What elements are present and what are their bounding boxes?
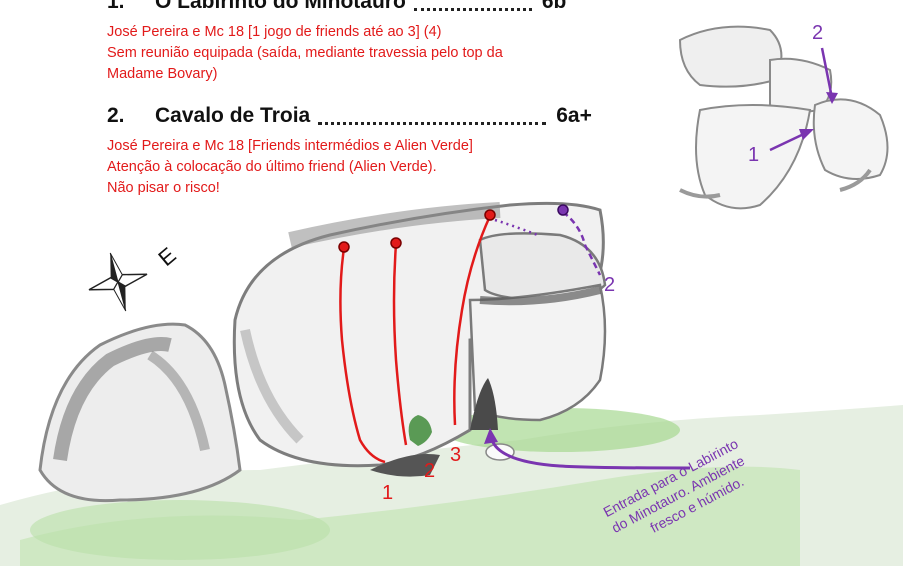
route-line-3	[453, 215, 492, 426]
dot-leader	[318, 112, 547, 125]
route-2-notes: José Pereira e Mc 18 [Friends intermédio…	[107, 136, 667, 199]
red-routes	[339, 215, 492, 464]
purple-route-number: 2	[604, 274, 616, 296]
route-line-1	[339, 247, 386, 464]
note-line: Atenção à colocação do último friend (Al…	[107, 159, 437, 175]
route-line-2	[392, 243, 408, 446]
note-line: Madame Bovary)	[107, 66, 218, 82]
grass	[0, 405, 903, 566]
note-line: Não pisar o risco!	[107, 180, 220, 196]
left-boulder	[38, 322, 242, 503]
entrance-arrow	[484, 428, 691, 470]
compass-rose-icon	[88, 252, 148, 312]
route-2-block: 2. Cavalo de Troia 6a+ José Pereira e Mc…	[107, 104, 667, 199]
route-number-3: 3	[450, 444, 462, 466]
red-anchor-points	[338, 209, 496, 253]
anchor-route-3	[484, 209, 496, 221]
route-2-number: 2.	[107, 104, 125, 127]
anchor-route-1	[338, 241, 350, 253]
note-line: Sem reunião equipada (saída, mediante tr…	[107, 45, 503, 61]
purple-route	[494, 204, 602, 276]
inset-label-2: 2	[812, 22, 824, 44]
dot-leader	[413, 0, 532, 11]
route-number-1: 1	[382, 482, 394, 504]
route-1-number: 1.	[107, 0, 125, 13]
route-1-notes: José Pereira e Mc 18 [1 jogo de friends …	[107, 22, 667, 85]
route-1-grade: 6b	[541, 0, 567, 13]
route-1-name: O Labirinto do Minotauro	[155, 0, 406, 13]
route-1-block: 1. O Labirinto do Minotauro 6b José Pere…	[107, 0, 667, 85]
anchor-route-2	[390, 237, 402, 249]
route-2-name: Cavalo de Troia	[155, 104, 311, 127]
route-1-title: 1. O Labirinto do Minotauro 6b	[107, 0, 667, 14]
note-line: José Pereira e Mc 18 [1 jogo de friends …	[107, 24, 442, 40]
route-2-title: 2. Cavalo de Troia 6a+	[107, 104, 667, 128]
main-boulder	[232, 201, 607, 477]
route-number-2: 2	[424, 460, 436, 482]
route-2-grade: 6a+	[556, 104, 592, 127]
inset-sketch	[678, 25, 889, 210]
inset-label-1: 1	[748, 144, 760, 166]
note-line: José Pereira e Mc 18 [Friends intermédio…	[107, 138, 473, 154]
